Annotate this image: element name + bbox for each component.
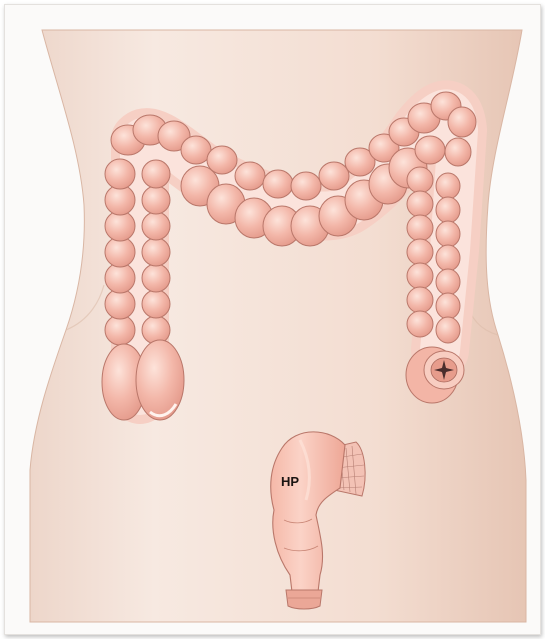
haustrum (142, 316, 170, 344)
hp-label: HP (281, 474, 299, 489)
haustrum (436, 317, 460, 343)
haustrum (291, 172, 321, 200)
haustrum (105, 159, 135, 189)
haustrum (142, 238, 170, 266)
haustrum (407, 263, 433, 289)
cecum (102, 340, 184, 420)
haustrum (445, 138, 471, 166)
haustrum (407, 215, 433, 241)
haustrum (142, 160, 170, 188)
haustrum (436, 245, 460, 271)
haustrum (436, 269, 460, 295)
haustrum (407, 191, 433, 217)
haustrum (235, 162, 265, 190)
haustrum (448, 107, 476, 137)
haustrum (407, 167, 433, 193)
haustrum (415, 136, 445, 164)
haustrum (142, 264, 170, 292)
haustrum (407, 287, 433, 313)
haustrum (407, 311, 433, 337)
haustrum (142, 212, 170, 240)
haustrum (436, 221, 460, 247)
haustrum (319, 162, 349, 190)
haustrum (142, 290, 170, 318)
haustrum (436, 293, 460, 319)
haustrum (142, 186, 170, 214)
haustrum (207, 146, 237, 174)
haustrum (436, 197, 460, 223)
haustrum (436, 173, 460, 199)
haustrum (407, 239, 433, 265)
haustrum (263, 170, 293, 198)
haustrum (181, 136, 211, 164)
